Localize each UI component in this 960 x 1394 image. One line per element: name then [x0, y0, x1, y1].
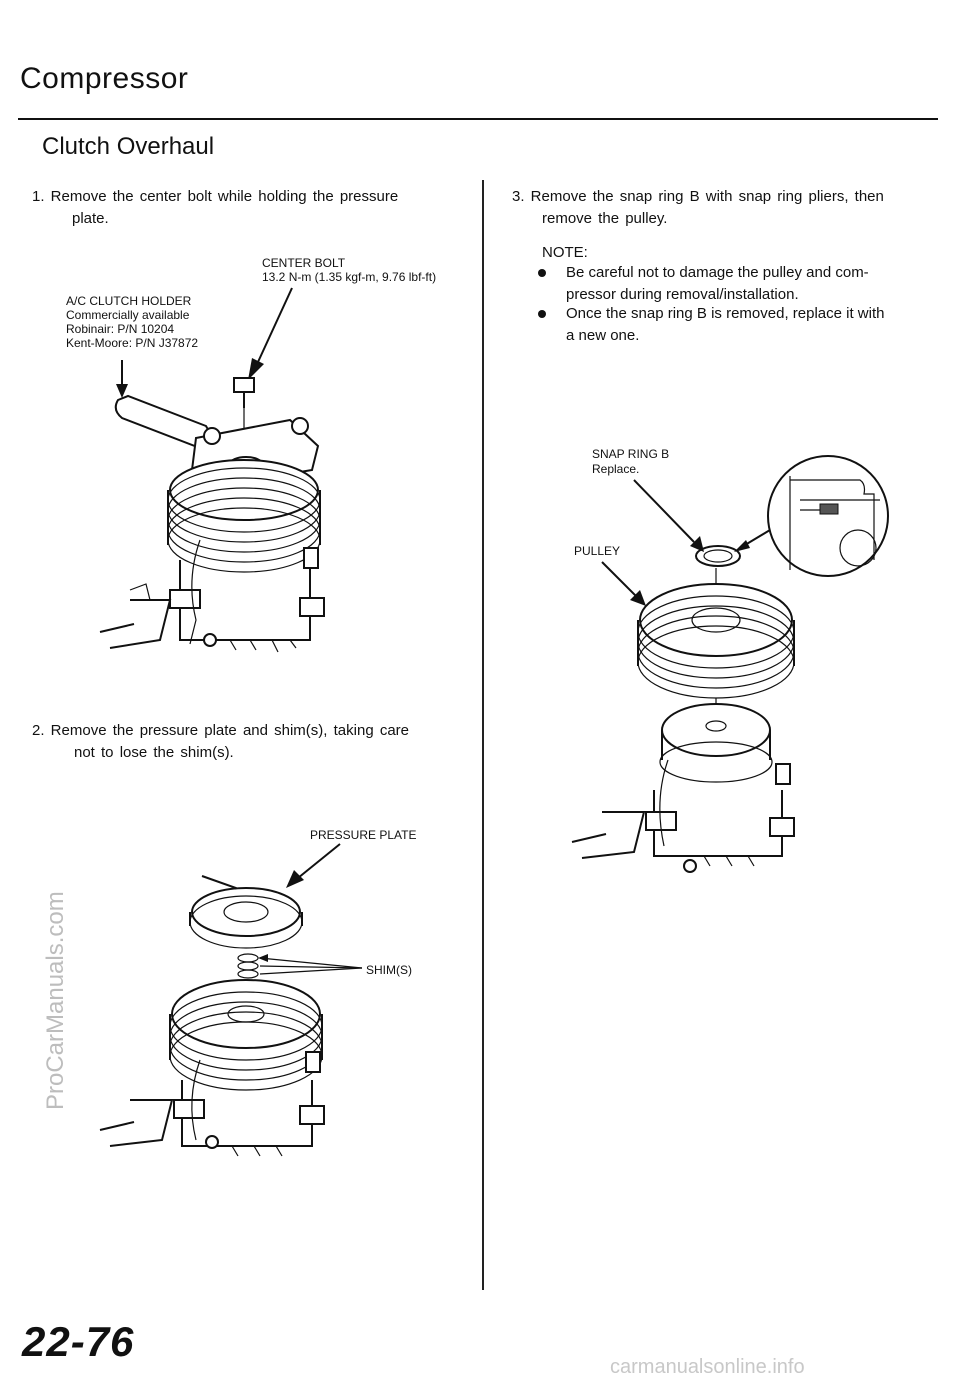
holder-label-robinair: Robinair: P/N 10204 [66, 322, 175, 336]
note-2-line-1: Once the snap ring B is removed, replace… [566, 305, 885, 322]
pulley-label: PULLEY [574, 544, 621, 558]
note-label: NOTE: [542, 244, 588, 261]
note-1-line-1: Be careful not to damage the pulley and … [566, 264, 869, 281]
note-1-line-2: pressor during removal/installation. [566, 286, 799, 303]
step-2-line-2: not to lose the shim(s). [74, 744, 234, 761]
section-subtitle: Clutch Overhaul [42, 133, 215, 160]
step-3-line-1: 3. Remove the snap ring B with snap ring… [512, 188, 884, 205]
holder-label-availability: Commercially available [66, 308, 190, 322]
shims-label: SHIM(S) [366, 963, 412, 977]
step-1-line-2: plate. [72, 210, 109, 227]
step-3-line-2: remove the pulley. [542, 210, 668, 227]
holder-label-title: A/C CLUTCH HOLDER [66, 294, 192, 308]
note-2-line-2: a new one. [566, 327, 640, 344]
step-1-line-1: 1. Remove the center bolt while holding … [32, 188, 399, 205]
page-number: 22-76 [22, 1318, 135, 1365]
center-bolt-label: CENTER BOLT [262, 256, 346, 270]
snap-ring-label: SNAP RING B [592, 447, 670, 461]
watermark-bottom: carmanualsonline.info [610, 1356, 805, 1378]
title-rule [18, 118, 938, 120]
snap-ring-note: Replace. [592, 462, 640, 476]
pressure-plate-label: PRESSURE PLATE [310, 828, 417, 842]
watermark-side: ProCarManuals.com [42, 891, 69, 1110]
step-2-line-1: 2. Remove the pressure plate and shim(s)… [32, 722, 410, 739]
holder-label-kentmoore: Kent-Moore: P/N J37872 [66, 336, 199, 350]
bullet-icon [538, 310, 546, 318]
bullet-icon [538, 269, 546, 277]
center-bolt-torque: 13.2 N-m (1.35 kgf-m, 9.76 lbf-ft) [262, 270, 437, 284]
page-title: Compressor [20, 62, 189, 95]
column-divider [482, 180, 484, 1290]
